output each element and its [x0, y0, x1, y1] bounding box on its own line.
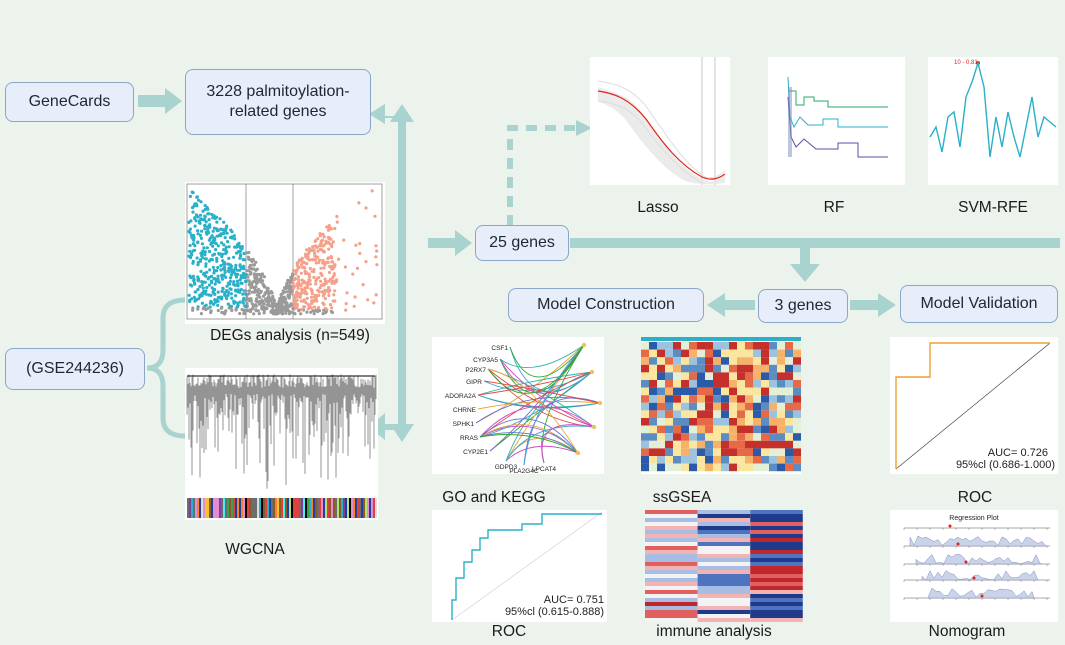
svm-rfe-plot: 10 - 0.81 [928, 57, 1058, 185]
go-gene-label: CHRNE [453, 407, 477, 414]
genes-3-box: 3 genes [758, 289, 848, 323]
immune-label: immune analysis [656, 623, 772, 640]
go-gene-label: CYP3A5 [473, 357, 498, 364]
genecards-label: GeneCards [28, 93, 111, 110]
go-gene-label: GIPR [466, 379, 482, 386]
go-kegg-label: GO and KEGG [442, 489, 546, 506]
roc-curve-right: AUC= 0.726 95%cl (0.686-1.000) [890, 337, 1058, 474]
palmitoylation-genes-box: 3228 palmitoylation- related genes [185, 69, 371, 135]
roc-curve-left: AUC= 0.751 95%cl (0.615-0.888) [432, 510, 607, 622]
model-construction-label: Model Construction [537, 296, 675, 313]
rf-label: RF [823, 199, 845, 216]
gse-bracket [146, 297, 186, 439]
volcano-plot [185, 182, 385, 324]
genes-25-label: 25 genes [489, 234, 555, 251]
arrow-to-model-construction [707, 293, 755, 317]
go-gene-label: CYP2E1 [463, 449, 488, 456]
go-gene-label: LPCAT4 [532, 466, 556, 473]
roc-right-ci: 95%cl (0.686-1.000) [956, 459, 1055, 471]
lasso-plot [590, 57, 730, 185]
palm-line-2: related genes [229, 103, 327, 120]
nomogram-title: Regression Plot [949, 515, 998, 522]
genes-25-box: 25 genes [475, 225, 569, 261]
roc-right-label: ROC [957, 489, 993, 506]
genecards-box: GeneCards [5, 82, 134, 122]
gse-label: (GSE244236) [26, 360, 124, 377]
model-construction-box: Model Construction [508, 288, 704, 322]
model-validation-label: Model Validation [920, 295, 1038, 312]
roc-left-auc: AUC= 0.751 [544, 594, 604, 606]
roc-left-label: ROC [491, 623, 527, 640]
nomogram-label: Nomogram [928, 623, 1006, 640]
dashed-arrow-lasso [507, 125, 580, 226]
rf-plot [768, 57, 905, 185]
lasso-label: Lasso [637, 199, 679, 216]
arrow-to-3-genes [790, 264, 820, 282]
arrow-to-model-validation [850, 293, 896, 317]
go-gene-label: GDPD3 [495, 464, 518, 471]
roc-right-auc: AUC= 0.726 [988, 447, 1048, 459]
go-gene-label: SPHK1 [453, 421, 475, 428]
svm-annotation: 10 - 0.81 [954, 60, 978, 66]
roc-left-ci: 95%cl (0.615-0.888) [505, 606, 604, 618]
go-gene-label: ADORA2A [445, 393, 477, 400]
arrow-genecards-to-genes [138, 88, 182, 114]
svm-label: SVM-RFE [958, 199, 1028, 216]
wgcna-label: WGCNA [225, 541, 285, 558]
genes-3-label: 3 genes [774, 297, 832, 314]
model-validation-box: Model Validation [900, 285, 1058, 323]
ssgsea-label: ssGSEA [652, 489, 712, 506]
go-gene-label: PLA2G4C [509, 468, 539, 474]
nomogram-plot: Regression Plot [890, 510, 1058, 622]
go-gene-label: RRAS [460, 435, 479, 442]
immune-heatmap [645, 510, 803, 622]
go-gene-label: CSF1 [491, 345, 508, 352]
palm-line-1: 3228 palmitoylation- [206, 83, 350, 100]
go-gene-label: P2RX7 [465, 367, 486, 374]
degs-label: DEGs analysis (n=549) [210, 327, 370, 344]
arrow-to-25-genes [428, 230, 472, 256]
gse-dataset-box: (GSE244236) [5, 348, 145, 390]
ssgsea-heatmap [641, 337, 801, 474]
main-line [570, 238, 1060, 248]
wgcna-dendrogram [185, 368, 378, 520]
